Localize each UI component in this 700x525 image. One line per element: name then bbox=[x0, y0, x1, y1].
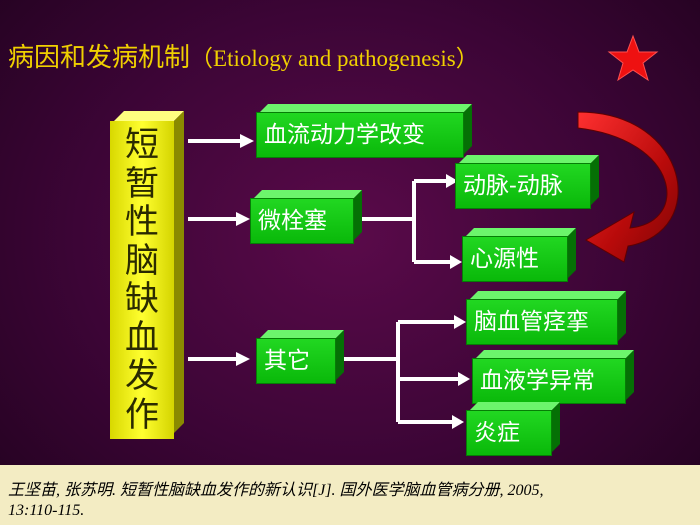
citation-line: 王坚苗, 张苏明. 短暂性脑缺血发作的新认识[J]. 国外医学脑血管病分册, 2… bbox=[8, 482, 544, 499]
title-english: （Etiology and pathogenesis） bbox=[190, 46, 479, 71]
box-hemodynamic: 血流动力学改变 bbox=[256, 112, 464, 158]
box-artery-artery: 动脉-动脉 bbox=[455, 163, 591, 209]
curved-arrow bbox=[577, 111, 679, 263]
citation-line: 13:110-115. bbox=[8, 502, 85, 519]
title-chinese: 病因和发病机制 bbox=[8, 43, 191, 73]
main-char: 发 bbox=[125, 356, 159, 396]
box-blood-disorder: 血液学异常 bbox=[472, 358, 626, 404]
main-char: 血 bbox=[125, 317, 159, 358]
tia-main-box: 短 暂 性 脑 缺 血 发 作 bbox=[110, 121, 174, 439]
box-cardiogenic: 心源性 bbox=[462, 236, 568, 282]
star-icon bbox=[607, 34, 659, 82]
main-char: 缺 bbox=[125, 279, 159, 319]
citation: 王坚苗, 张苏明. 短暂性脑缺血发作的新认识[J]. 国外医学脑血管病分册, 2… bbox=[0, 465, 700, 525]
main-char: 短 bbox=[125, 125, 159, 165]
main-char: 性 bbox=[125, 202, 159, 242]
box-microembolism: 微栓塞 bbox=[250, 198, 354, 244]
main-char: 暂 bbox=[125, 163, 159, 204]
slide-title: 病因和发病机制（Etiology and pathogenesis） bbox=[8, 38, 479, 78]
main-char: 脑 bbox=[125, 240, 159, 281]
box-inflammation: 炎症 bbox=[466, 410, 552, 456]
box-other: 其它 bbox=[256, 338, 336, 384]
box-vasospasm: 脑血管痉挛 bbox=[466, 299, 618, 345]
main-char: 作 bbox=[125, 394, 159, 435]
